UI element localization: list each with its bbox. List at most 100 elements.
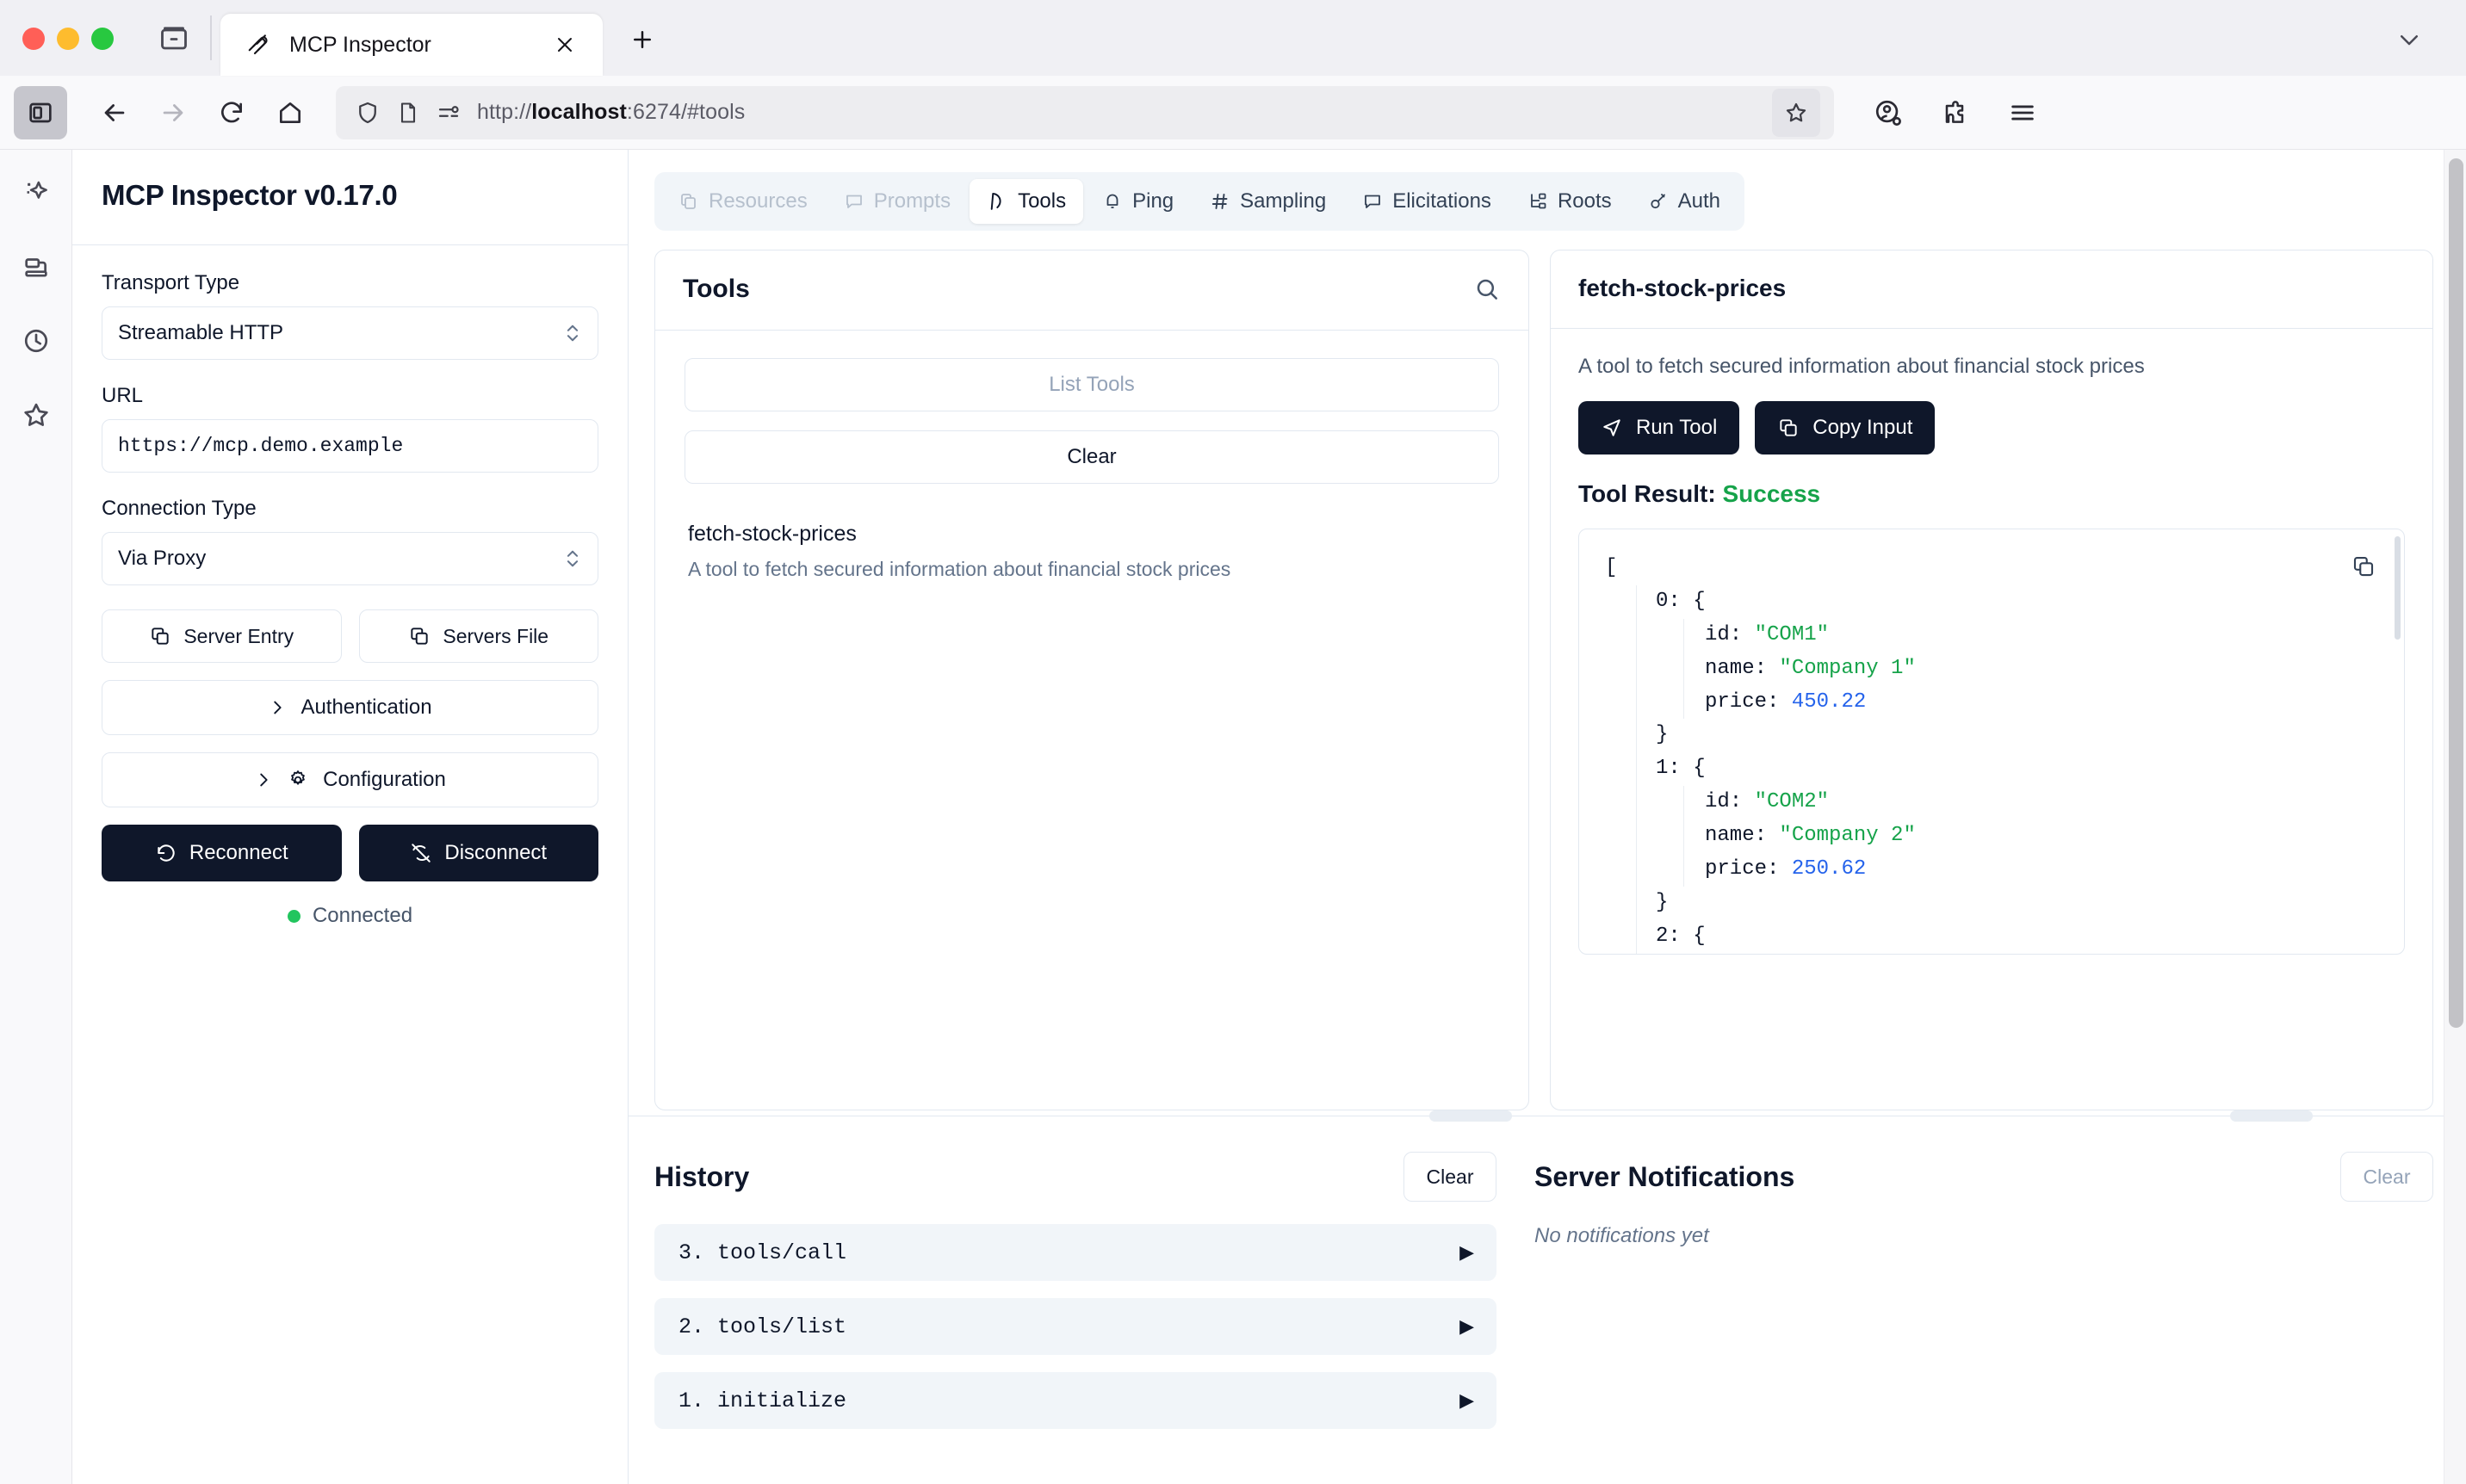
chevron-down-icon[interactable] <box>2383 15 2435 64</box>
account-circle-icon[interactable] <box>1862 86 1915 139</box>
navigation-toolbar: http://localhost:6274/#tools <box>0 76 2466 150</box>
copy-icon <box>408 625 431 647</box>
authentication-label: Authentication <box>301 696 432 719</box>
tab-tools[interactable]: Tools <box>970 179 1084 224</box>
tab-resources[interactable]: Resources <box>661 179 825 224</box>
page-title: MCP Inspector v0.17.0 <box>102 179 398 211</box>
tools-list-column: Tools List Tools Clear <box>629 250 1529 1110</box>
puzzle-piece-icon[interactable] <box>1929 86 1982 139</box>
window-controls[interactable] <box>0 28 114 76</box>
list-item[interactable]: 1. initialize ▶ <box>654 1372 1496 1429</box>
run-tool-button[interactable]: Run Tool <box>1578 401 1740 454</box>
page-document-icon[interactable] <box>396 101 420 125</box>
tools-card-body: List Tools Clear fetch-stock-prices A to… <box>655 331 1528 611</box>
message-square-icon <box>1362 191 1383 212</box>
tool-result-json: [ 0: { id: "COM1" name: "Company 1" pric… <box>1578 529 2405 955</box>
clear-notifications-button[interactable]: Clear <box>2340 1152 2433 1202</box>
page-scrollbar-thumb[interactable] <box>2449 158 2463 1028</box>
resources-copy-icon <box>678 191 699 212</box>
review-checker-icon[interactable] <box>12 243 60 291</box>
tab-elicitations[interactable]: Elicitations <box>1345 179 1509 224</box>
vertical-splitter[interactable] <box>1529 250 1545 1110</box>
tab-strip: MCP Inspector <box>0 0 2466 76</box>
history-entry-label: 2. tools/list <box>678 1314 847 1339</box>
chevron-right-icon: ▶ <box>1459 1315 1474 1337</box>
horizontal-splitter[interactable] <box>629 1110 2466 1122</box>
web-page: MCP Inspector v0.17.0 Transport Type Str… <box>72 150 2466 1484</box>
search-icon[interactable] <box>1473 275 1501 303</box>
disconnect-icon <box>410 842 432 864</box>
list-item[interactable]: fetch-stock-prices A tool to fetch secur… <box>685 503 1499 584</box>
json-field: id: "COM2" <box>1705 790 1830 814</box>
browser-tab[interactable]: MCP Inspector <box>220 14 603 76</box>
close-icon[interactable] <box>548 28 582 62</box>
disconnect-button[interactable]: Disconnect <box>358 825 598 881</box>
history-panel: History Clear 3. tools/call ▶ 2. tools/l… <box>629 1122 1529 1484</box>
splitter-grip-left[interactable] <box>1429 1110 1512 1122</box>
reconnect-button[interactable]: Reconnect <box>102 825 342 881</box>
ai-sparkle-icon[interactable] <box>12 169 60 217</box>
tab-label: Elicitations <box>1392 189 1491 213</box>
status-dot-icon <box>287 909 301 923</box>
settings-sliders-icon[interactable] <box>436 100 462 126</box>
tab-title: MCP Inspector <box>289 32 431 57</box>
transport-type-select[interactable]: Streamable HTTP <box>102 306 598 360</box>
maximize-window-button[interactable] <box>91 28 114 50</box>
toolbar-right-actions <box>1862 86 2049 139</box>
tab-label: Tools <box>1018 189 1067 213</box>
tab-ping[interactable]: Ping <box>1085 179 1191 224</box>
clear-history-button[interactable]: Clear <box>1403 1152 1496 1202</box>
history-entry-label: 1. initialize <box>678 1388 847 1413</box>
json-item-index[interactable]: 1: { <box>1656 757 1706 781</box>
copy-input-button[interactable]: Copy Input <box>1755 401 1936 454</box>
tool-detail-card: fetch-stock-prices A tool to fetch secur… <box>1550 250 2433 1110</box>
url-bar[interactable]: http://localhost:6274/#tools <box>336 85 1834 139</box>
firefox-view-icon[interactable] <box>146 10 201 65</box>
splitter-grip-right[interactable] <box>2230 1110 2313 1122</box>
tab-sampling[interactable]: Sampling <box>1193 179 1343 224</box>
json-item-index[interactable]: 0: { <box>1656 589 1706 613</box>
server-entry-button[interactable]: Server Entry <box>102 609 342 663</box>
sidebar-panel-icon[interactable] <box>14 85 67 139</box>
tab-auth[interactable]: Auth <box>1631 179 1738 224</box>
tool-detail-column: fetch-stock-prices A tool to fetch secur… <box>1545 250 2466 1110</box>
url-label: URL <box>102 384 144 407</box>
url-input[interactable]: https://mcp.demo.example <box>102 419 598 473</box>
new-tab-button[interactable] <box>618 15 666 64</box>
tool-detail-description: A tool to fetch secured information abou… <box>1578 355 2145 378</box>
shield-icon[interactable] <box>355 100 381 126</box>
arrow-left-icon[interactable] <box>88 86 141 139</box>
reload-icon[interactable] <box>205 86 258 139</box>
status-badge: Success <box>1722 480 1821 507</box>
json-fields: id: "COM2" name: "Company 2" price: 250.… <box>1683 786 2378 887</box>
json-item-next[interactable]: 2: { <box>1656 924 1706 948</box>
home-icon[interactable] <box>263 86 317 139</box>
notifications-empty-text: No notifications yet <box>1534 1224 1709 1247</box>
tab-label: Auth <box>1677 189 1721 213</box>
tab-roots[interactable]: Roots <box>1510 179 1629 224</box>
close-window-button[interactable] <box>22 28 45 50</box>
page-scrollbar[interactable] <box>2444 150 2466 1484</box>
star-outline-icon[interactable] <box>1772 88 1820 137</box>
copy-icon <box>1777 417 1800 439</box>
servers-file-button[interactable]: Servers File <box>358 609 598 663</box>
minimize-window-button[interactable] <box>57 28 79 50</box>
copy-icon[interactable] <box>2345 548 2382 584</box>
configuration-accordion[interactable]: Configuration <box>102 752 598 807</box>
star-bookmarks-icon[interactable] <box>12 391 60 439</box>
gear-icon <box>287 769 309 791</box>
json-field: price: 250.62 <box>1705 856 1867 881</box>
clear-tools-button[interactable]: Clear <box>685 430 1499 484</box>
list-item[interactable]: 2. tools/list ▶ <box>654 1298 1496 1355</box>
authentication-accordion[interactable]: Authentication <box>102 680 598 735</box>
clock-history-icon[interactable] <box>12 317 60 365</box>
tab-prompts[interactable]: Prompts <box>827 179 968 224</box>
list-item[interactable]: 3. tools/call ▶ <box>654 1224 1496 1281</box>
list-tools-button[interactable]: List Tools <box>685 358 1499 411</box>
json-scrollbar[interactable] <box>2395 536 2401 947</box>
connection-type-select[interactable]: Via Proxy <box>102 532 598 585</box>
transport-type-label: Transport Type <box>102 271 240 294</box>
hamburger-menu-icon[interactable] <box>1996 86 2049 139</box>
chevron-right-icon: ▶ <box>1459 1389 1474 1411</box>
